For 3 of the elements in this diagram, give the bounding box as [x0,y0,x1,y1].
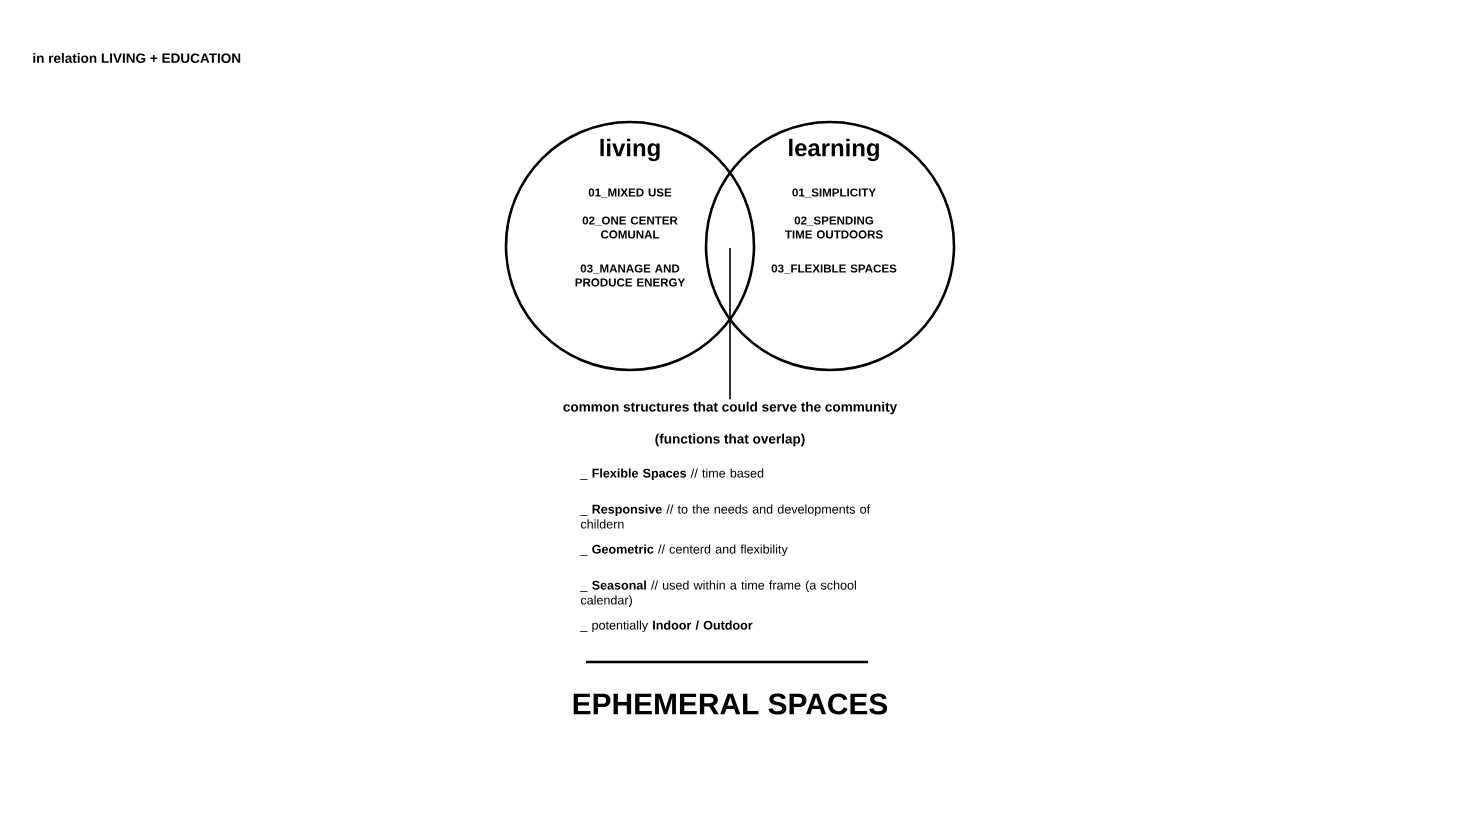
circle-heading: learning [789,138,879,162]
circle-heading: living [600,138,660,162]
heading-text: EPHEMERAL SPACES [573,693,888,715]
